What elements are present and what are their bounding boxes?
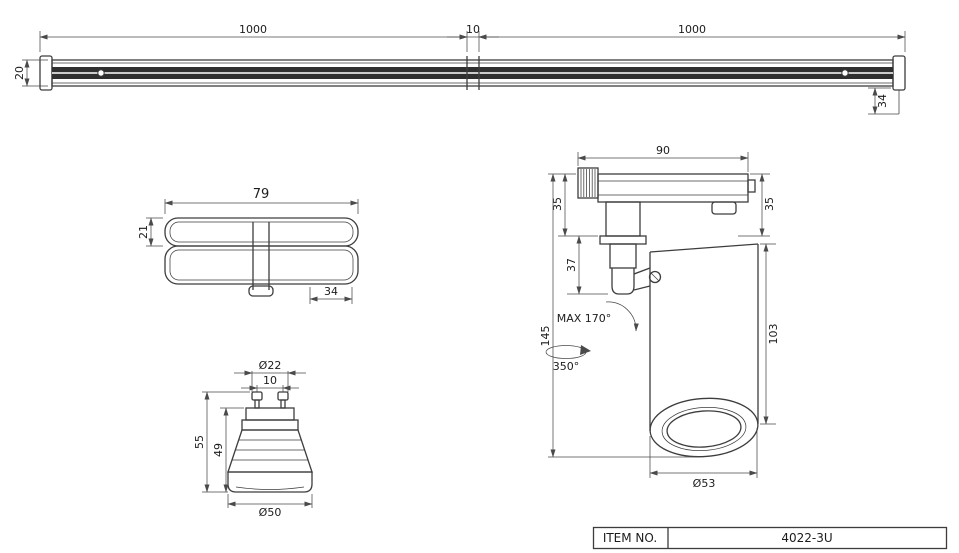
dim-label-spot-width: 90 (656, 144, 670, 157)
dim-label-adapter-width: 79 (253, 187, 270, 202)
adapter-bottom-housing (164, 245, 359, 285)
track-edge-lines (52, 62, 893, 84)
spot-cylinder-body (649, 243, 759, 431)
spot-hinge-screw-slot (650, 272, 660, 282)
lamp-face-rim (227, 471, 313, 493)
lamp-face-inner-line (235, 486, 305, 490)
lamp-base-band-1 (245, 407, 295, 421)
gu10-lamp-view: Ø22 10 55 49 Ø50 (193, 359, 313, 519)
dim-label-spot-body-h: 103 (767, 324, 780, 345)
lamp-pin-cap-left (251, 391, 263, 401)
tilt-range-label: MAX 170° (557, 312, 612, 325)
dim-spot-right-height: 35 (738, 173, 776, 237)
dim-label-adapter-depth: 34 (324, 285, 338, 298)
dim-label-track-height: 20 (13, 66, 26, 80)
item-no-value: 4022-3U (781, 531, 832, 545)
spot-stem (605, 201, 641, 237)
dim-label-adapter-height: 21 (137, 225, 150, 239)
dim-label-spot-face: Ø53 (693, 477, 716, 490)
dim-adapter-height: 21 (137, 217, 163, 247)
lamp-pin-left (254, 399, 260, 409)
spot-adapter-tab (711, 201, 737, 215)
spot-pivot-arm (633, 267, 651, 291)
spot-adapter-body (597, 173, 749, 203)
track-adapter-view: 79 21 34 (137, 187, 359, 304)
dim-adapter-depth: 34 (309, 285, 353, 304)
spot-face-inner-ring (666, 410, 742, 448)
track-right-endcap (892, 55, 906, 91)
lamp-pin-right (280, 399, 286, 409)
track-joint-lines (466, 56, 480, 90)
dim-spot-face-dia: Ø53 (649, 428, 758, 490)
dim-spot-width: 90 (577, 144, 749, 172)
dim-label-track-right: 1000 (678, 23, 706, 36)
title-block-frame (592, 526, 948, 550)
track-left-endcap (39, 55, 53, 91)
lamp-cone-ribs (232, 439, 308, 461)
title-block: ITEM NO. 4022-3U (592, 526, 948, 550)
spot-pivot-cup (611, 268, 635, 295)
dim-track-joint: 10 (447, 23, 499, 52)
dim-track-length-right: 1000 (478, 23, 906, 52)
dim-lamp-pin-pitch: 10 (241, 374, 299, 392)
dim-spot-stem: 37 (565, 235, 608, 295)
spot-adapter-contact (747, 179, 756, 193)
item-no-label: ITEM NO. (603, 531, 657, 545)
dim-lamp-total-height: 55 (193, 391, 250, 493)
spot-stem-flange (599, 235, 647, 245)
adapter-top-housing-inner (169, 221, 354, 243)
dim-label-track-joint: 10 (466, 23, 480, 36)
dim-lamp-body-height: 49 (212, 407, 244, 493)
lamp-reflector-cone (227, 429, 313, 473)
dim-label-lamp-pins: 10 (263, 374, 277, 387)
dim-label-spot-total-h: 145 (539, 326, 552, 347)
dim-label-lamp-body-h: 49 (212, 443, 225, 457)
track-mount-hole-right (841, 69, 849, 77)
dim-track-length-left: 1000 (39, 23, 468, 52)
dim-label-lamp-face: Ø50 (259, 506, 282, 519)
rotation-arrowhead-icon (580, 345, 591, 355)
lamp-pin-cap-right (277, 391, 289, 401)
tilt-arrow-icon (605, 301, 639, 332)
spot-face-outer-ring (649, 397, 759, 458)
rotation-arrow-icon (545, 345, 587, 359)
dim-label-spot-right-h: 35 (763, 197, 776, 211)
track-rail-view: 1000 10 1000 20 34 (13, 23, 906, 115)
adapter-lock-lever-foot (248, 285, 274, 297)
dim-spot-total-height: 145 (539, 173, 700, 458)
spot-adapter-inner-lines (598, 180, 748, 196)
dim-lamp-face-dia: Ø50 (227, 494, 313, 519)
dim-adapter-width: 79 (164, 187, 359, 214)
dim-label-track-depth: 34 (876, 94, 889, 108)
dim-label-spot-stem: 37 (565, 258, 578, 272)
dim-spot-body-height: 103 (760, 243, 780, 425)
lamp-base-band-2 (241, 419, 299, 431)
spotlight-view: MAX 170° 350° 90 35 37 35 145 (539, 144, 780, 490)
dim-label-lamp-total-h: 55 (193, 435, 206, 449)
dim-spot-left-height: 35 (548, 173, 598, 237)
adapter-bottom-housing-inner (169, 249, 354, 281)
spot-knob-hatch (580, 169, 596, 197)
dim-label-track-left: 1000 (239, 23, 267, 36)
spot-stem-neck (609, 243, 637, 269)
dim-label-lamp-cap: Ø22 (259, 359, 282, 372)
spot-face-mid-ring (661, 406, 747, 452)
dim-track-depth: 34 (868, 87, 900, 115)
adapter-lock-lever (252, 222, 270, 290)
track-mount-hole-left (97, 69, 105, 77)
rotation-range-label: 350° (553, 360, 580, 373)
dim-track-height: 20 (13, 59, 48, 87)
